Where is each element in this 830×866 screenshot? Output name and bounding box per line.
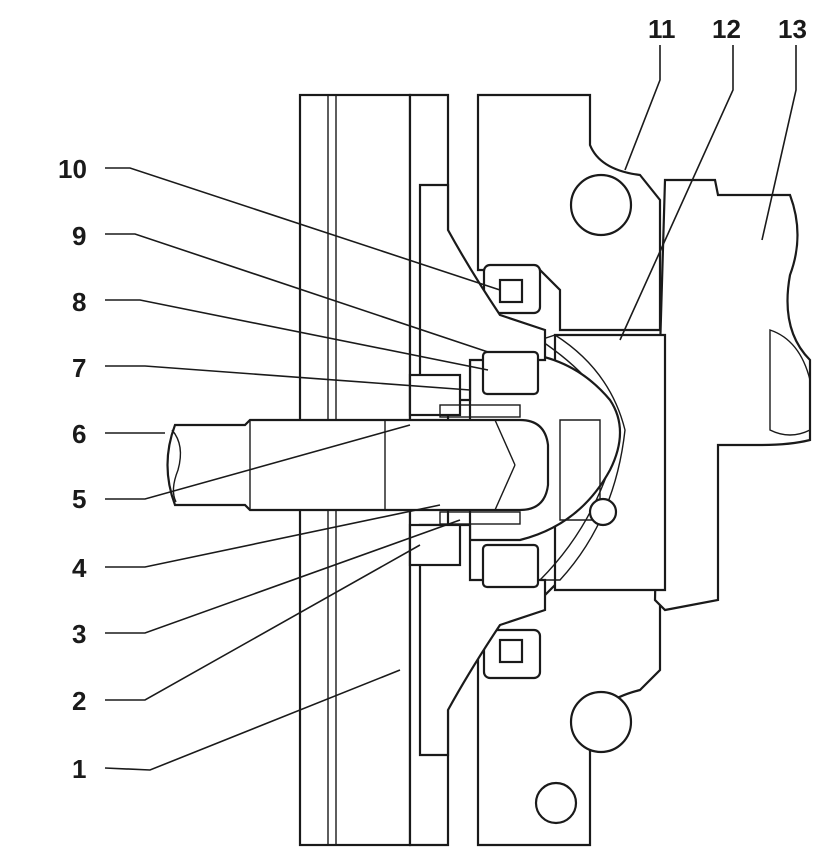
- label-8: 8: [72, 287, 86, 317]
- label-11: 11: [648, 14, 676, 44]
- label-1: 1: [72, 754, 86, 784]
- leader-7: [105, 365, 471, 391]
- label-2: 2: [72, 686, 86, 716]
- leader-3: [105, 519, 461, 634]
- leader-2: [105, 544, 421, 701]
- input-shaft: [166, 418, 550, 512]
- label-5: 5: [72, 484, 86, 514]
- oil-seal-bottom: [482, 628, 542, 680]
- label-3: 3: [72, 619, 86, 649]
- label-7: 7: [72, 353, 86, 383]
- oil-seal-top: [482, 263, 542, 315]
- needle-bearing: [408, 350, 540, 589]
- leader-lines: [104, 45, 797, 771]
- shaft-rollers: [439, 404, 521, 525]
- label-9: 9: [72, 221, 86, 251]
- leader-9: [105, 233, 489, 353]
- label-13: 13: [778, 14, 807, 44]
- label-10: 10: [58, 154, 87, 184]
- leader-10: [105, 167, 501, 291]
- leader-11: [624, 45, 661, 171]
- label-12: 12: [712, 14, 741, 44]
- leader-13: [761, 45, 797, 241]
- leader-4: [105, 504, 441, 568]
- label-4: 4: [72, 553, 87, 583]
- label-6: 6: [72, 419, 86, 449]
- leader-8: [105, 299, 489, 371]
- leader-1: [104, 669, 401, 771]
- leader-12: [619, 45, 734, 341]
- crankshaft-flange: [653, 178, 812, 612]
- leader-5: [105, 424, 411, 500]
